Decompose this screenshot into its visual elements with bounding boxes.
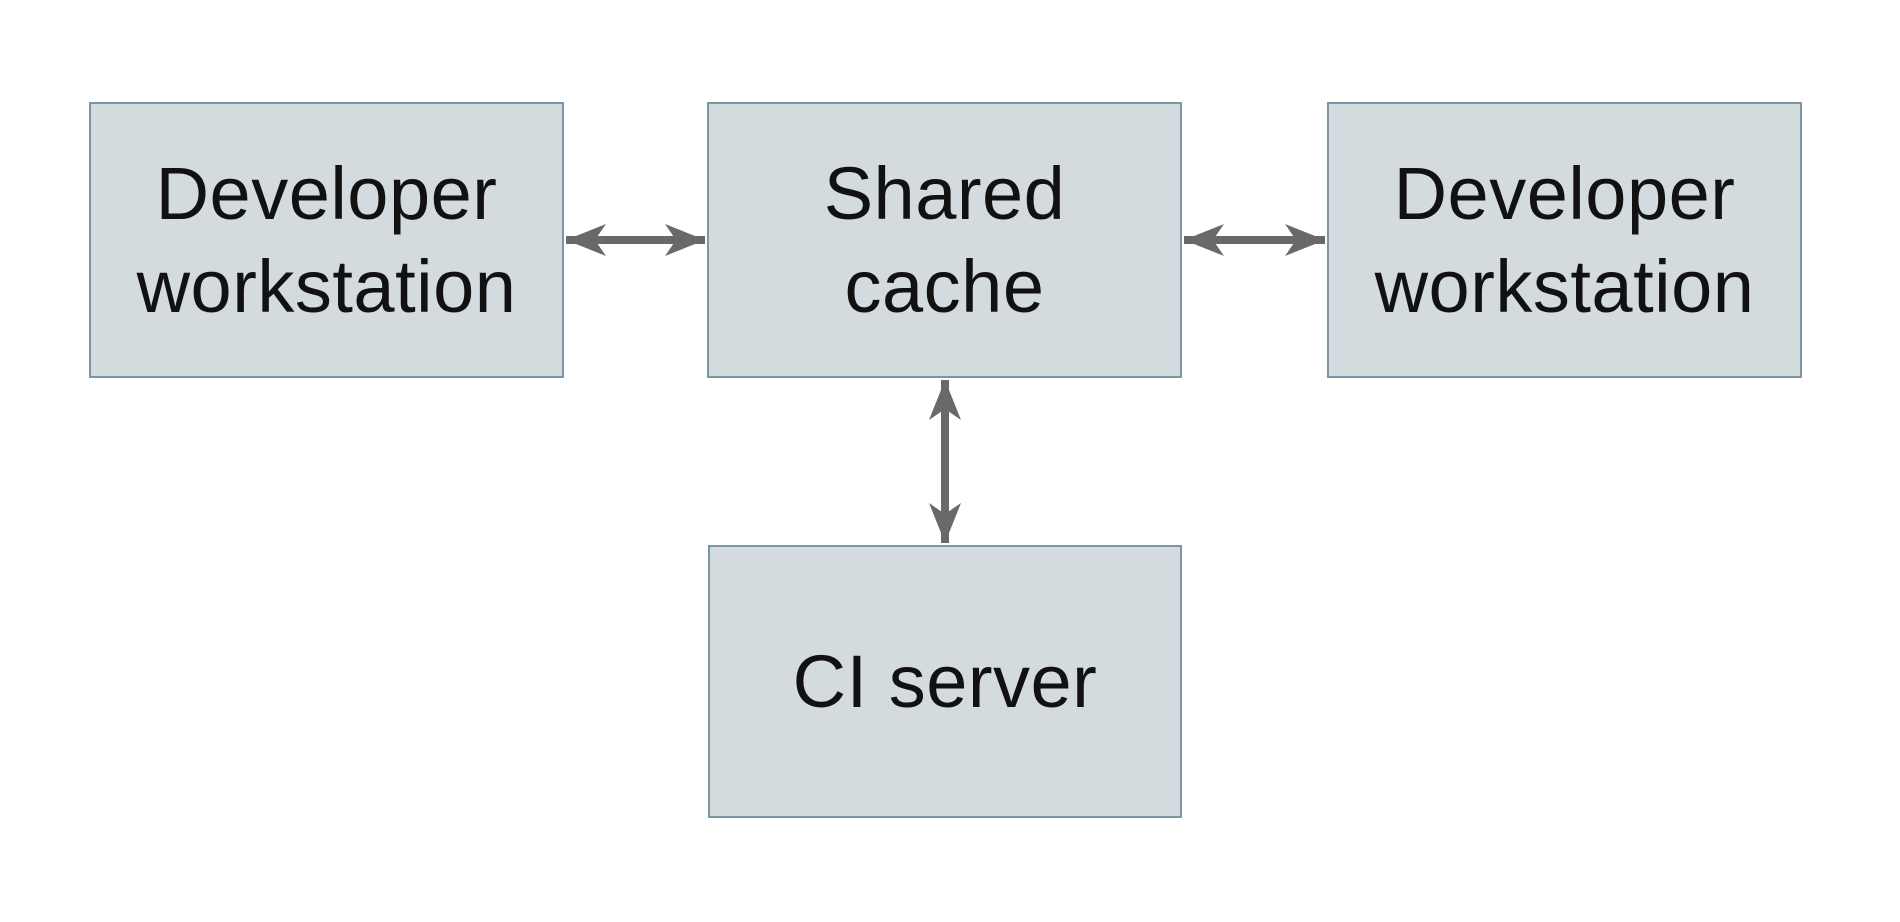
node-developer-workstation-right: Developer workstation — [1327, 102, 1802, 378]
node-label-line: Developer — [155, 152, 498, 235]
node-label-line: Developer — [1393, 152, 1736, 235]
node-shared-cache: Shared cache — [707, 102, 1182, 378]
node-developer-workstation-left: Developer workstation — [89, 102, 564, 378]
node-label-line: Shared — [823, 152, 1066, 235]
node-label-line: workstation — [136, 245, 517, 328]
node-ci-server: CI server — [708, 545, 1182, 818]
node-label-line: workstation — [1374, 245, 1755, 328]
node-label-line: cache — [844, 245, 1045, 328]
node-label-line: CI server — [792, 640, 1098, 723]
